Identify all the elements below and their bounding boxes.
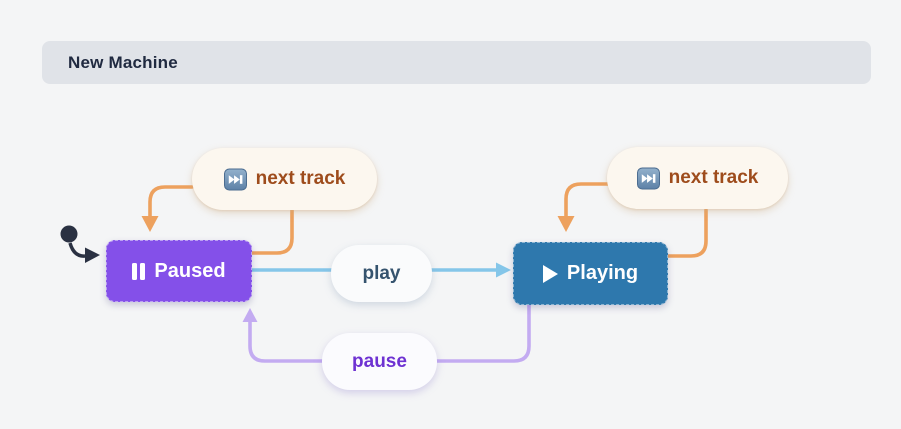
arrowhead: [496, 262, 511, 278]
initial-state-indicator: [60, 225, 100, 263]
event-label: pause: [352, 350, 407, 372]
machine-title: New Machine: [68, 52, 178, 72]
event-next-track-playing[interactable]: next track: [607, 147, 788, 209]
event-play[interactable]: play: [331, 245, 432, 302]
edge-next-track-playing: [557, 182, 708, 258]
event-label: next track: [668, 167, 759, 188]
edge-next-track-paused: [141, 185, 294, 255]
pause-icon: [132, 262, 146, 280]
state-node-paused[interactable]: Paused: [106, 240, 252, 302]
state-node-playing[interactable]: Playing: [513, 242, 668, 305]
arrowhead: [141, 216, 159, 232]
state-label: Playing: [566, 262, 639, 284]
next-track-icon: [636, 166, 660, 190]
event-label: next track: [255, 168, 346, 189]
arrowhead: [242, 308, 258, 322]
arrowhead: [557, 216, 575, 232]
state-label: Paused: [154, 259, 226, 282]
event-label: play: [362, 262, 401, 284]
next-track-icon: [223, 167, 247, 191]
machine-header[interactable]: New Machine: [42, 41, 871, 84]
event-pause[interactable]: pause: [322, 333, 437, 390]
event-next-track-paused[interactable]: next track: [192, 148, 377, 210]
play-icon: [542, 264, 558, 283]
